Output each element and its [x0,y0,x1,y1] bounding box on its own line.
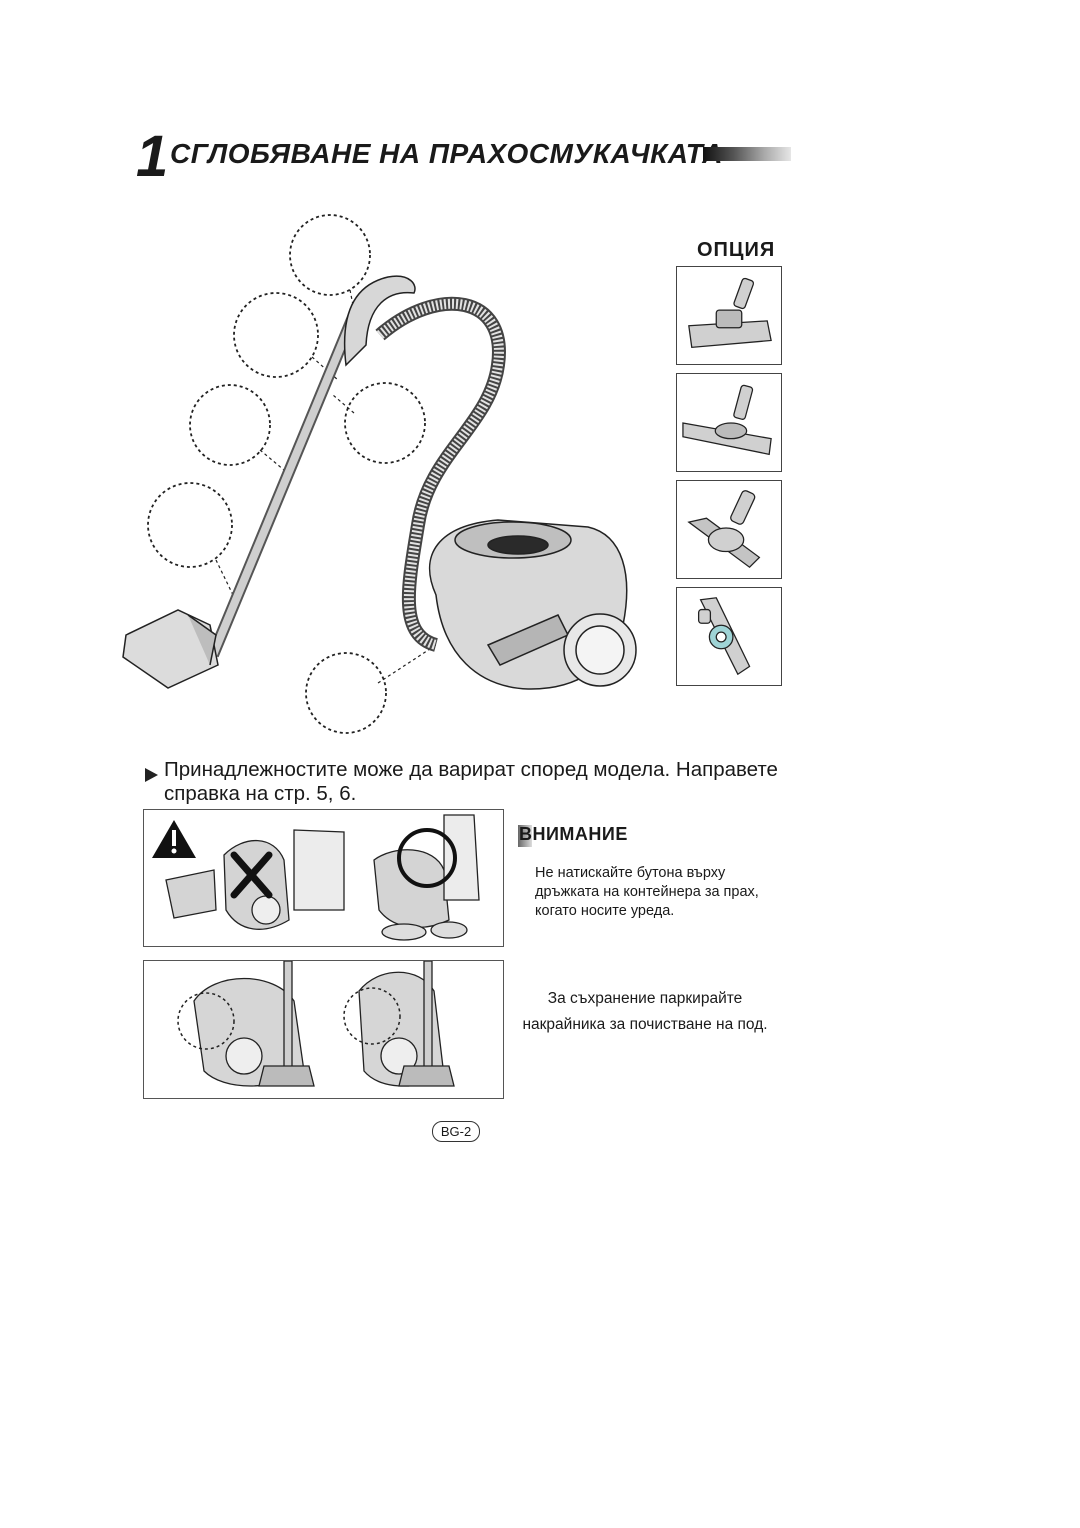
option-turbo-brush [676,480,782,579]
caution-illustration-panel [143,809,504,947]
note-bullet-icon [145,768,158,782]
section-number: 1 [136,124,168,189]
vacuum-assembly-illustration [122,214,637,734]
option-label: ОПЦИЯ [697,239,776,261]
floor-brush-icon [688,277,772,349]
storage-detail-circle-2 [343,987,401,1045]
caution-heading: ВНИМАНИЕ [519,824,628,844]
page-number: BG-2 [432,1121,480,1142]
section-title: СГЛОБЯВАНЕ НА ПРАХОСМУКАЧКАТА [170,138,723,169]
option-pet-brush [676,587,782,686]
title-gradient-bar [703,147,791,161]
storage-instruction: За съхранение паркирайте накрайника за п… [522,990,768,1033]
turbo-brush-icon [687,490,761,569]
detail-circle-hose-inlet [305,652,387,734]
parquet-brush-icon [682,384,772,456]
pet-brush-icon [697,597,751,676]
storage-detail-circle-1 [177,992,235,1050]
option-floor-brush [676,266,782,365]
detail-circle-wand-top [233,292,319,378]
detail-circle-hose-clip [344,382,426,464]
correct-circle-icon [397,828,457,888]
option-parquet-brush [676,373,782,472]
detail-circle-wand-lock [189,384,271,466]
accessory-note: Принадлежностите може да варират според … [164,758,778,805]
caution-tab-marker [518,825,532,847]
storage-illustration-panel [143,960,504,1099]
warning-triangle-icon [152,820,196,858]
detail-circle-handle [289,214,371,296]
detail-circle-wand-joint [147,482,233,568]
prohibited-x-icon [230,851,273,899]
caution-text: Не натискайте бутона върху дръжката на к… [535,865,759,919]
